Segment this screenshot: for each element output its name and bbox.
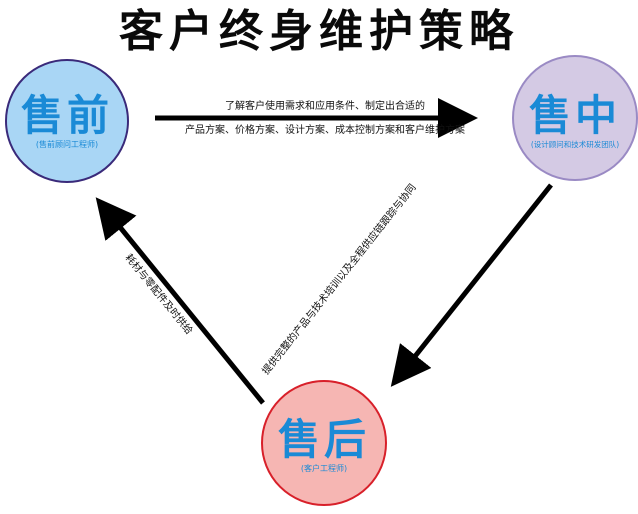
- node-midsale-label: 售中: [528, 91, 621, 140]
- arrow-midsale-to-aftersale: [390, 183, 553, 387]
- node-midsale-circle: [512, 55, 638, 181]
- arrow-aftersale-to-presale: [95, 197, 265, 405]
- node-aftersale-circle: [261, 380, 387, 506]
- edge-presale-midsale-label-line2: 产品方案、价格方案、设计方案、成本控制方案和客户维护方案: [185, 125, 465, 136]
- node-aftersale-sublabel: (客户工程师): [300, 464, 348, 473]
- page-title: 客户终身维护策略: [119, 6, 519, 57]
- node-midsale-sublabel: (设计顾问和技术研发团队): [530, 140, 620, 149]
- node-midsale: 售中 (设计顾问和技术研发团队): [513, 92, 637, 150]
- edge-presale-midsale-label-line1: 了解客户使用需求和应用条件、制定出合适的: [225, 101, 425, 112]
- node-presale-label: 售前: [20, 91, 113, 140]
- node-presale: 售前 (售前顾问工程师): [6, 92, 128, 150]
- node-presale-sublabel: (售前顾问工程师): [35, 140, 99, 149]
- node-aftersale-label: 售后: [277, 415, 370, 464]
- node-aftersale: 售后 (客户工程师): [262, 416, 386, 474]
- node-presale-circle: [5, 59, 129, 183]
